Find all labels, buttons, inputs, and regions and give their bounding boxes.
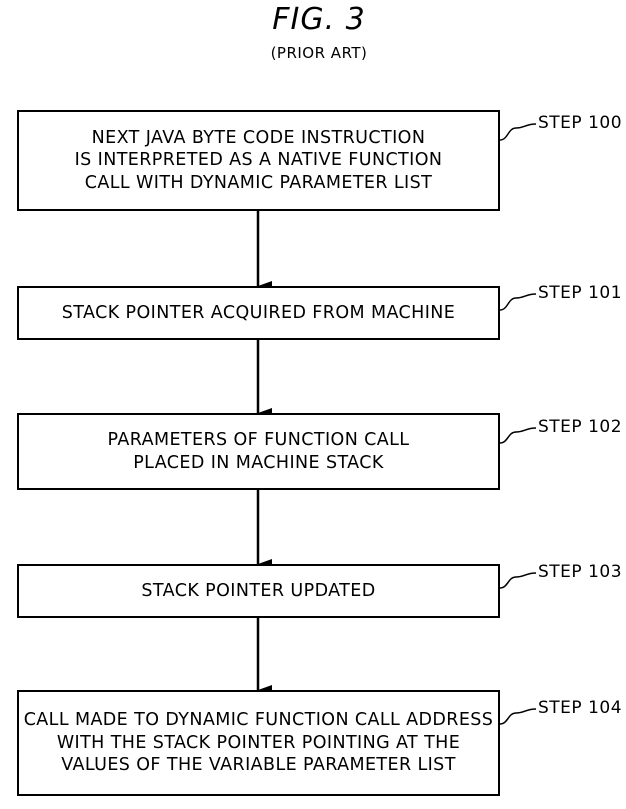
step-102-label: STEP 102: [538, 417, 623, 437]
leader-step-104: [499, 708, 537, 725]
step-101-label: STEP 101: [538, 283, 623, 303]
step-103-line-1: STACK POINTER UPDATED: [141, 580, 376, 601]
step-102-line-1: PARAMETERS OF FUNCTION CALL: [107, 430, 410, 451]
step-104-label: STEP 104: [538, 698, 623, 718]
leader-step-102: [499, 427, 537, 444]
step-102-text: PARAMETERS OF FUNCTION CALL PLACED IN MA…: [108, 429, 410, 474]
leader-step-100: [499, 123, 537, 141]
figure-subtitle: (PRIOR ART): [270, 44, 368, 62]
leader-step-101: [499, 293, 537, 311]
step-103-text: STACK POINTER UPDATED: [141, 580, 375, 602]
step-102-line-2: PLACED IN MACHINE STACK: [133, 452, 384, 473]
step-104-box: CALL MADE TO DYNAMIC FUNCTION CALL ADDRE…: [17, 690, 500, 796]
step-102-box: PARAMETERS OF FUNCTION CALL PLACED IN MA…: [17, 413, 500, 490]
step-104-line-2: WITH THE STACK POINTER POINTING AT THE: [56, 732, 461, 753]
step-100-line-2: IS INTERPRETED AS A NATIVE FUNCTION: [74, 150, 443, 171]
step-101-text: STACK POINTER ACQUIRED FROM MACHINE: [62, 302, 455, 324]
step-104-line-3: VALUES OF THE VARIABLE PARAMETER LIST: [61, 755, 456, 776]
step-103-label: STEP 103: [538, 562, 623, 582]
step-100-box: NEXT JAVA BYTE CODE INSTRUCTION IS INTER…: [17, 110, 500, 211]
step-100-line-3: CALL WITH DYNAMIC PARAMETER LIST: [84, 172, 433, 193]
step-100-line-1: NEXT JAVA BYTE CODE INSTRUCTION: [91, 127, 426, 148]
step-100-label: STEP 100: [538, 113, 623, 133]
step-100-text: NEXT JAVA BYTE CODE INSTRUCTION IS INTER…: [75, 127, 443, 194]
step-104-line-1: CALL MADE TO DYNAMIC FUNCTION CALL ADDRE…: [23, 710, 494, 731]
leader-step-103: [499, 572, 537, 589]
figure-title: FIG. 3: [272, 2, 366, 37]
step-104-text: CALL MADE TO DYNAMIC FUNCTION CALL ADDRE…: [24, 709, 494, 776]
step-103-box: STACK POINTER UPDATED: [17, 564, 500, 618]
step-101-line-1: STACK POINTER ACQUIRED FROM MACHINE: [61, 302, 456, 323]
step-101-box: STACK POINTER ACQUIRED FROM MACHINE: [17, 286, 500, 340]
